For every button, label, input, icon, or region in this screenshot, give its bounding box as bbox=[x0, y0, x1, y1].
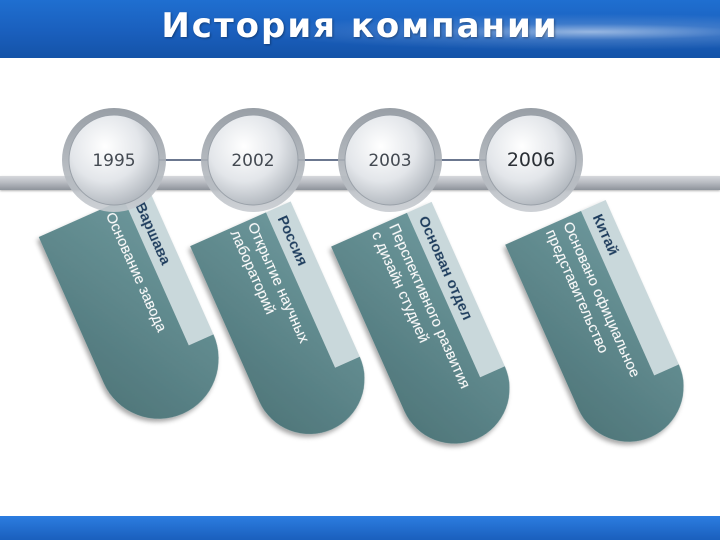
page-title: История компании bbox=[161, 6, 559, 46]
milestone-card-3: Основан отдел Перспективного развития с … bbox=[331, 201, 510, 444]
card-strip-2 bbox=[265, 201, 360, 368]
title-bar-glow bbox=[0, 0, 720, 58]
footer-bar bbox=[0, 516, 720, 540]
card-strip-3 bbox=[406, 201, 505, 378]
milestone-card-2: Россия Открытие научных лабораторий bbox=[190, 201, 365, 435]
year-circle-3: 2003 bbox=[338, 108, 442, 212]
year-label-1: 1995 bbox=[92, 151, 135, 171]
milestone-card-4: Китай Основано официальное представитель… bbox=[505, 199, 684, 442]
card-shape-3 bbox=[331, 201, 510, 444]
year-circle-2: 2002 bbox=[201, 108, 305, 212]
card-strip-1 bbox=[123, 188, 214, 346]
card-shape-4 bbox=[505, 199, 684, 442]
title-bar: История компании bbox=[0, 0, 720, 58]
milestone-card-1: Варшава Основание завода bbox=[38, 188, 219, 419]
year-circle-1: 1995 bbox=[62, 108, 166, 212]
card-shape-2 bbox=[190, 201, 365, 435]
year-label-2: 2002 bbox=[231, 151, 274, 171]
year-label-4: 2006 bbox=[507, 149, 555, 171]
card-strip-4 bbox=[581, 199, 679, 376]
year-circle-4: 2006 bbox=[479, 108, 583, 212]
year-label-3: 2003 bbox=[368, 151, 411, 171]
